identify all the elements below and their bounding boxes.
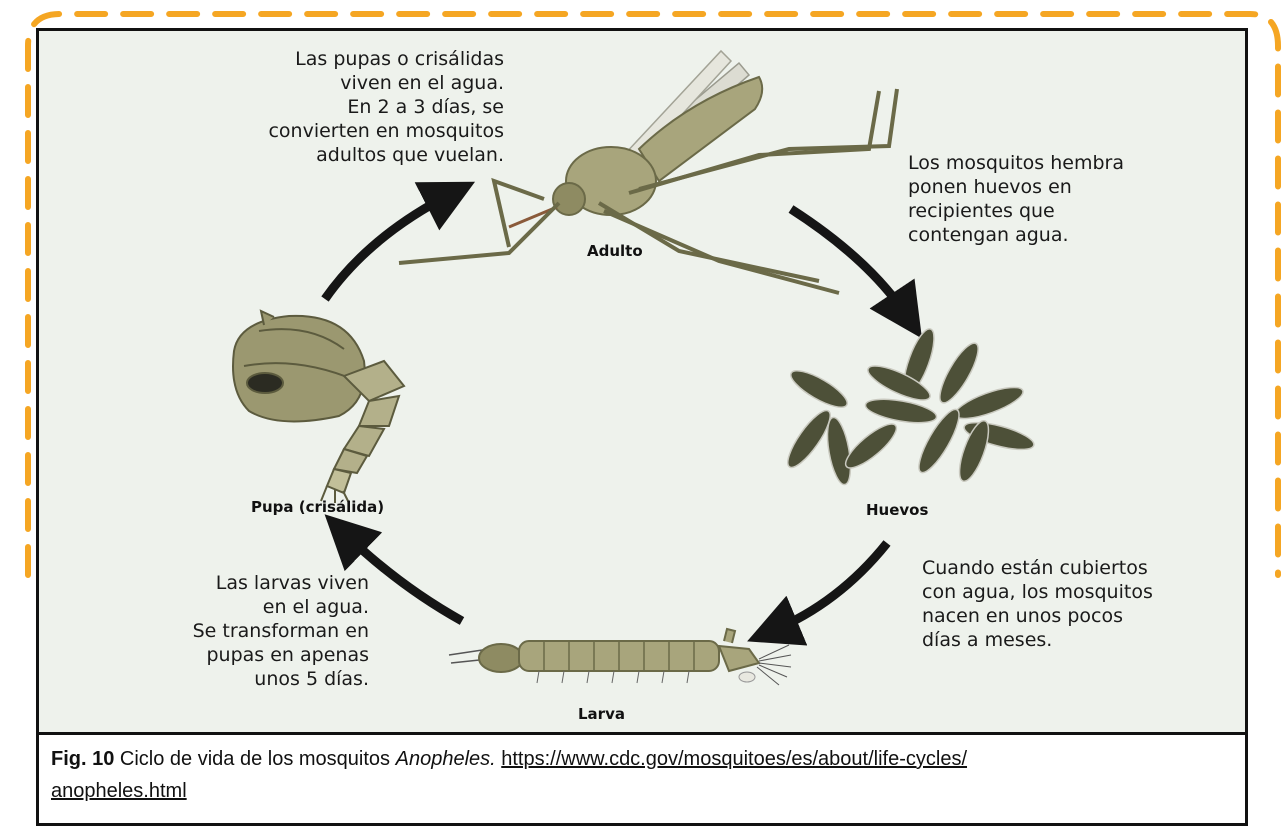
larva-illustration xyxy=(449,629,791,685)
pupa-illustration xyxy=(233,311,404,503)
stage-label-larva: Larva xyxy=(578,705,625,723)
arrow-eggs-to-larva xyxy=(772,543,887,631)
eggs-illustration xyxy=(781,326,1036,487)
arrow-pupa-to-adult xyxy=(325,194,451,299)
larva-stage-note: Las larvas viven en el agua. Se transfor… xyxy=(119,571,369,691)
caption-text: Ciclo de vida de los mosquitos xyxy=(114,748,395,770)
stage-label-adult: Adulto xyxy=(587,242,643,260)
species-name: Anopheles. xyxy=(396,748,496,770)
stage-label-pupa: Pupa (crisálida) xyxy=(251,498,384,516)
stage-label-eggs: Huevos xyxy=(866,501,928,519)
life-cycle-diagram: Las pupas o crisálidas viven en el agua.… xyxy=(39,31,1245,735)
figure-box: Las pupas o crisálidas viven en el agua.… xyxy=(36,28,1248,826)
eggs-stage-note: Cuando están cubiertos con agua, los mos… xyxy=(922,556,1242,652)
arrow-adult-to-eggs xyxy=(791,209,907,316)
figure-caption: Fig. 10 Ciclo de vida de los mosquitos A… xyxy=(51,743,1231,807)
pupa-stage-note: Las pupas o crisálidas viven en el agua.… xyxy=(209,47,504,167)
source-link-line-1: https://www.cdc.gov/mosquitoes/es/about/… xyxy=(501,748,967,770)
source-link-line-2: anopheles.html xyxy=(51,780,187,802)
adult-stage-note: Los mosquitos hembra ponen huevos en rec… xyxy=(908,151,1228,247)
figure-number: Fig. 10 xyxy=(51,748,114,770)
